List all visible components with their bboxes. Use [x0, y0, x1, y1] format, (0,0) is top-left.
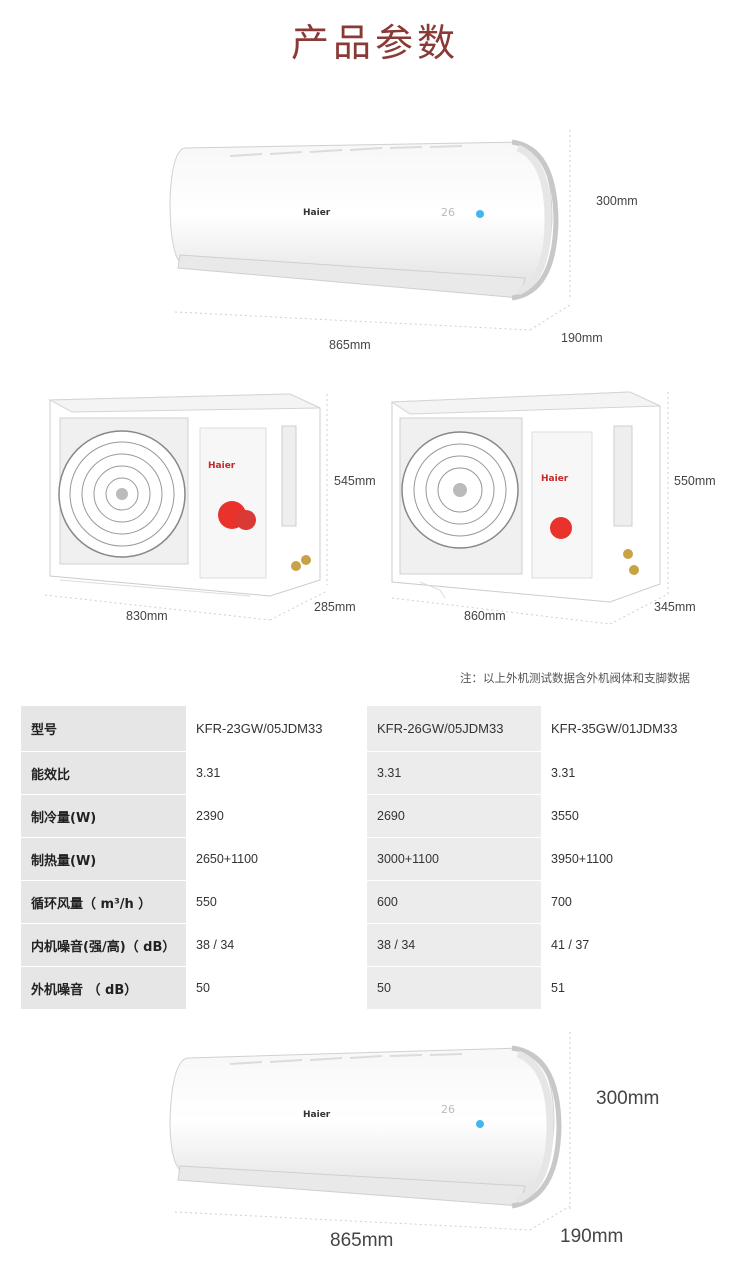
outdoor-right-unit	[390, 391, 661, 603]
table-cell: 3950+1100	[541, 837, 726, 881]
table-cell: 3550	[541, 794, 726, 838]
table-cell: 2390	[186, 794, 367, 838]
row-label: 循环风量（ m³/h ）	[21, 880, 186, 924]
row-label: 制冷量(W)	[21, 794, 186, 838]
row-label: 能效比	[21, 751, 186, 795]
indoor-bottom-depth: 190mm	[560, 1226, 624, 1247]
indoor-brand-logo: Haier	[303, 208, 331, 218]
table-cell: 2650+1100	[186, 837, 367, 881]
table-cell: 3.31	[367, 751, 541, 795]
table-row: 外机噪音 （ dB） 50 50 51	[21, 966, 726, 1010]
outdoor-right-brand: Haier	[541, 474, 569, 484]
table-row: 循环风量（ m³/h ） 550 600 700	[21, 880, 726, 924]
indoor-bottom-display: 26	[441, 1103, 455, 1116]
indoor-display: 26	[441, 206, 455, 219]
spec-table: 型号 KFR-23GW/05JDM33 KFR-26GW/05JDM33 KFR…	[21, 706, 726, 1010]
outdoor-units-image	[44, 391, 669, 625]
outdoor-left-depth: 285mm	[314, 600, 356, 614]
table-cell: 600	[367, 880, 541, 924]
indoor-bottom-brand-logo: Haier	[303, 1110, 331, 1120]
row-label: 制热量(W)	[21, 837, 186, 881]
indoor-top-width: 865mm	[329, 338, 371, 352]
table-cell: 3.31	[186, 751, 367, 795]
indoor-top-depth: 190mm	[561, 331, 603, 345]
table-cell: 50	[186, 966, 367, 1010]
indoor-bottom-width: 865mm	[330, 1230, 394, 1251]
table-cell: 3.31	[541, 751, 726, 795]
indoor-unit-image	[169, 130, 571, 331]
outdoor-left-brand: Haier	[208, 461, 236, 471]
table-row: 能效比 3.31 3.31 3.31	[21, 751, 726, 795]
table-row: 制热量(W) 2650+1100 3000+1100 3950+1100	[21, 837, 726, 881]
outdoor-left-unit	[48, 393, 321, 597]
table-cell: 41 / 37	[541, 923, 726, 967]
outdoor-right-height: 550mm	[674, 474, 716, 488]
header-cell-model: KFR-26GW/05JDM33	[367, 706, 541, 752]
table-row: 制冷量(W) 2390 2690 3550	[21, 794, 726, 838]
outdoor-left-width: 830mm	[126, 609, 168, 623]
outdoor-left-height: 545mm	[334, 474, 376, 488]
table-cell: 700	[541, 880, 726, 924]
footnote: 注：以上外机测试数据含外机阀体和支脚数据	[460, 671, 690, 685]
page-title: 产品参数	[290, 21, 459, 65]
table-cell: 51	[541, 966, 726, 1010]
table-cell: 3000+1100	[367, 837, 541, 881]
table-cell: 550	[186, 880, 367, 924]
header-cell-label: 型号	[21, 706, 186, 752]
table-cell: 2690	[367, 794, 541, 838]
indoor-unit-image-bottom	[169, 1032, 571, 1231]
table-cell: 38 / 34	[186, 923, 367, 967]
outdoor-right-depth: 345mm	[654, 600, 696, 614]
header-cell-model: KFR-35GW/01JDM33	[541, 706, 726, 752]
indoor-top-height: 300mm	[596, 194, 638, 208]
row-label: 内机噪音(强/高)（ dB）	[21, 923, 186, 967]
table-cell: 50	[367, 966, 541, 1010]
indoor-bottom-height: 300mm	[596, 1088, 660, 1109]
table-header-row: 型号 KFR-23GW/05JDM33 KFR-26GW/05JDM33 KFR…	[21, 706, 726, 752]
outdoor-right-width: 860mm	[464, 609, 506, 623]
header-cell-model: KFR-23GW/05JDM33	[186, 706, 367, 752]
row-label: 外机噪音 （ dB）	[21, 966, 186, 1010]
table-row: 内机噪音(强/高)（ dB） 38 / 34 38 / 34 41 / 37	[21, 923, 726, 967]
table-cell: 38 / 34	[367, 923, 541, 967]
